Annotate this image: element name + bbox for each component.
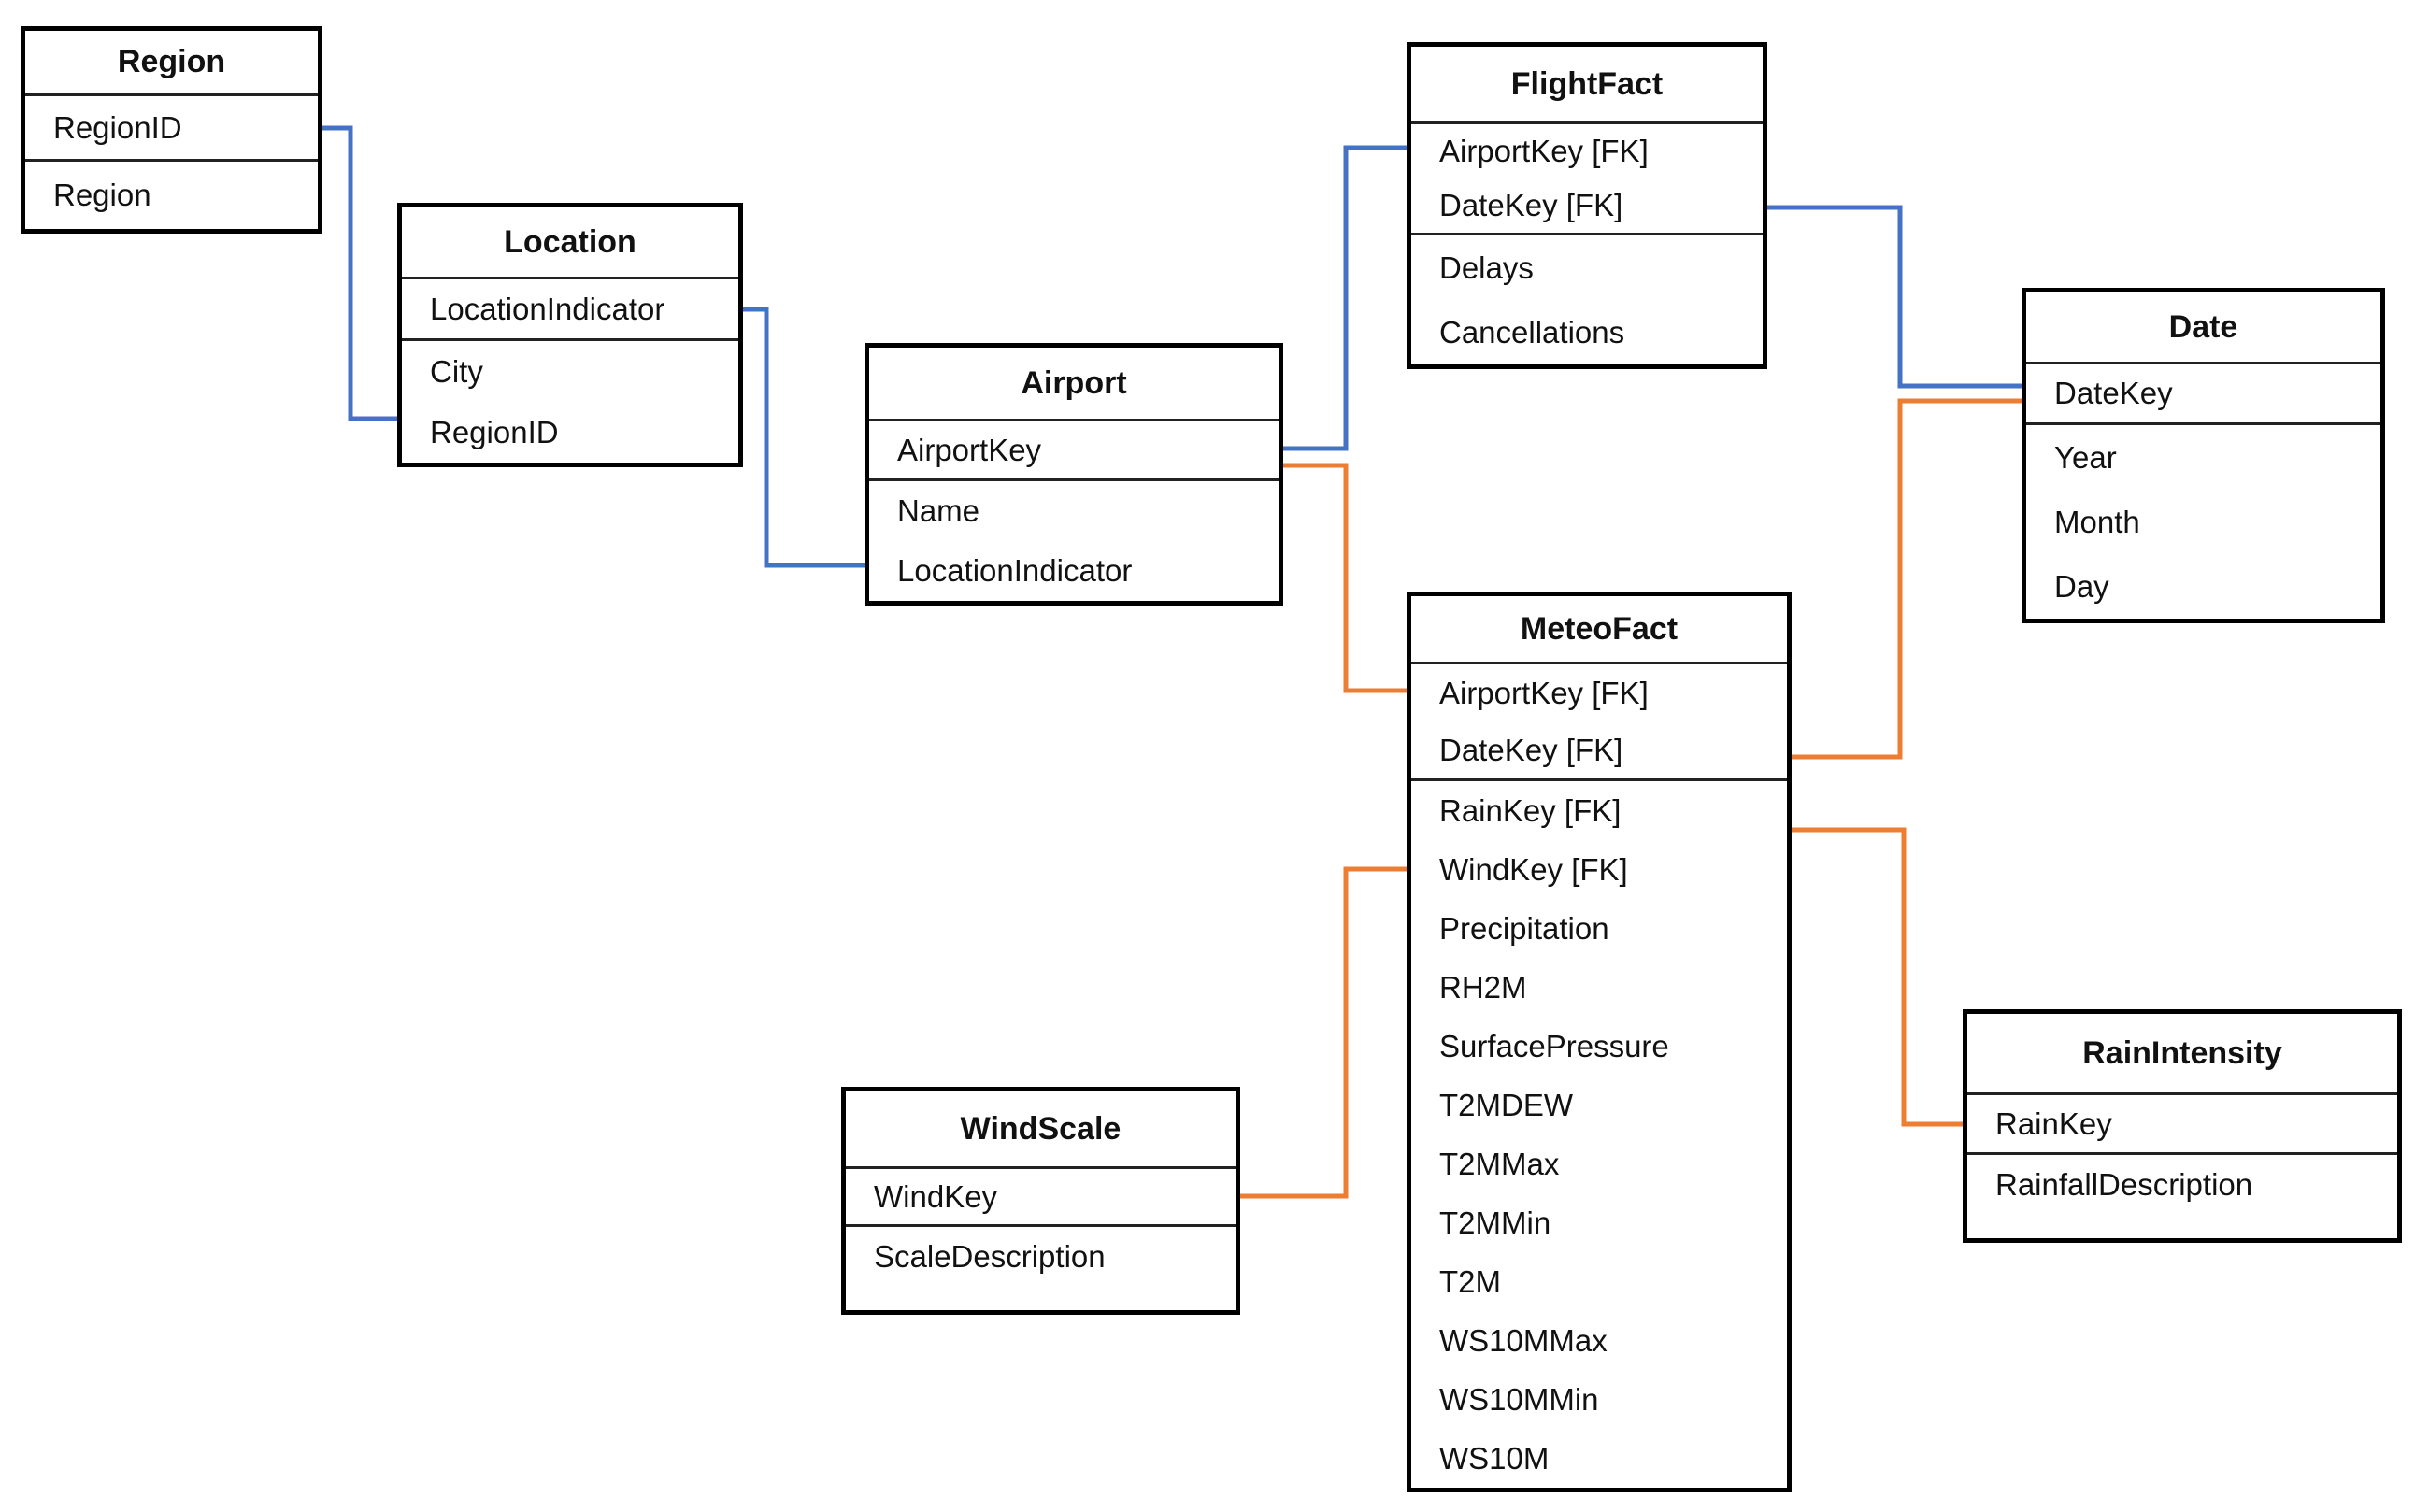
field-region-regionid: RegionID (25, 96, 318, 162)
field-meteofact-rainkey: RainKey [FK] (1439, 792, 1622, 828)
field-windscale-windkey: WindKey (846, 1169, 1236, 1227)
field-meteofact-ws10m: WS10M (1439, 1440, 1550, 1476)
field-date-year: Year (2054, 439, 2117, 475)
entity-airport: Airport AirportKey Name LocationIndicato… (865, 343, 1283, 606)
field-airport-locationindicator: LocationIndicator (897, 553, 1133, 588)
entity-meteofact-title: MeteoFact (1411, 596, 1787, 664)
rel-region-location (322, 125, 397, 421)
field-meteofact-surfacepressure: SurfacePressure (1439, 1028, 1669, 1063)
entity-location-title: Location (402, 207, 738, 279)
entity-location: Location LocationIndicator City RegionID (397, 203, 743, 467)
rel-meteofact-date (1792, 398, 2022, 760)
field-airport-airportkey: AirportKey (869, 421, 1279, 481)
entity-windscale-title: WindScale (846, 1091, 1236, 1169)
entity-rainintensity-title: RainIntensity (1967, 1014, 2397, 1095)
field-meteofact-rh2m: RH2M (1439, 969, 1527, 1005)
rel-location-airport (743, 307, 865, 568)
field-meteofact-windkey: WindKey [FK] (1439, 851, 1628, 887)
rel-windscale-meteofact (1240, 866, 1407, 1199)
field-location-city: City (430, 353, 483, 389)
rel-flightfact-date (1767, 205, 2022, 389)
field-meteofact-t2mmax: T2MMax (1439, 1146, 1560, 1181)
field-meteofact-t2mmin: T2MMin (1439, 1205, 1551, 1240)
field-date-datekey: DateKey (2026, 364, 2380, 425)
entity-airport-title: Airport (869, 348, 1279, 421)
entity-flightfact-title: FlightFact (1411, 47, 1763, 124)
entity-date: Date DateKey Year Month Day (2022, 288, 2385, 623)
field-meteofact-ws10mmax: WS10MMax (1439, 1322, 1608, 1358)
field-location-regionid: RegionID (430, 414, 559, 449)
field-windscale-scaledescription: ScaleDescription (874, 1238, 1106, 1274)
field-airport-name: Name (897, 493, 980, 528)
field-flightfact-datekey: DateKey [FK] (1411, 178, 1763, 235)
field-flightfact-cancellations: Cancellations (1439, 314, 1625, 349)
field-rainintensity-rainfalldescription: RainfallDescription (1995, 1167, 2253, 1202)
entity-windscale: WindScale WindKey ScaleDescription (841, 1087, 1240, 1315)
field-meteofact-ws10mmin: WS10MMin (1439, 1381, 1599, 1417)
entity-flightfact: FlightFact AirportKey [FK] DateKey [FK] … (1407, 42, 1767, 369)
field-meteofact-t2mdew: T2MDEW (1439, 1087, 1573, 1122)
field-flightfact-delays: Delays (1439, 250, 1534, 285)
field-flightfact-airportkey: AirportKey [FK] (1439, 134, 1649, 168)
entity-meteofact: MeteoFact AirportKey [FK] DateKey [FK] R… (1407, 592, 1792, 1492)
rel-meteofact-rainintensity (1792, 827, 1963, 1127)
field-date-month: Month (2054, 504, 2140, 539)
field-meteofact-airportkey: AirportKey [FK] (1439, 675, 1649, 710)
field-date-day: Day (2054, 568, 2109, 604)
field-location-locationindicator: LocationIndicator (402, 279, 738, 341)
rel-airport-flightfact (1283, 145, 1407, 451)
entity-region: Region RegionID Region (21, 26, 322, 234)
field-meteofact-precipitation: Precipitation (1439, 910, 1609, 946)
field-rainintensity-rainkey: RainKey (1967, 1095, 2397, 1155)
entity-region-title: Region (25, 31, 318, 96)
entity-rainintensity: RainIntensity RainKey RainfallDescriptio… (1963, 1009, 2402, 1243)
field-meteofact-t2m: T2M (1439, 1263, 1501, 1299)
field-meteofact-datekey: DateKey [FK] (1411, 721, 1787, 781)
entity-date-title: Date (2026, 292, 2380, 364)
field-region-region: Region (53, 178, 151, 212)
rel-airport-meteofact (1283, 463, 1407, 693)
